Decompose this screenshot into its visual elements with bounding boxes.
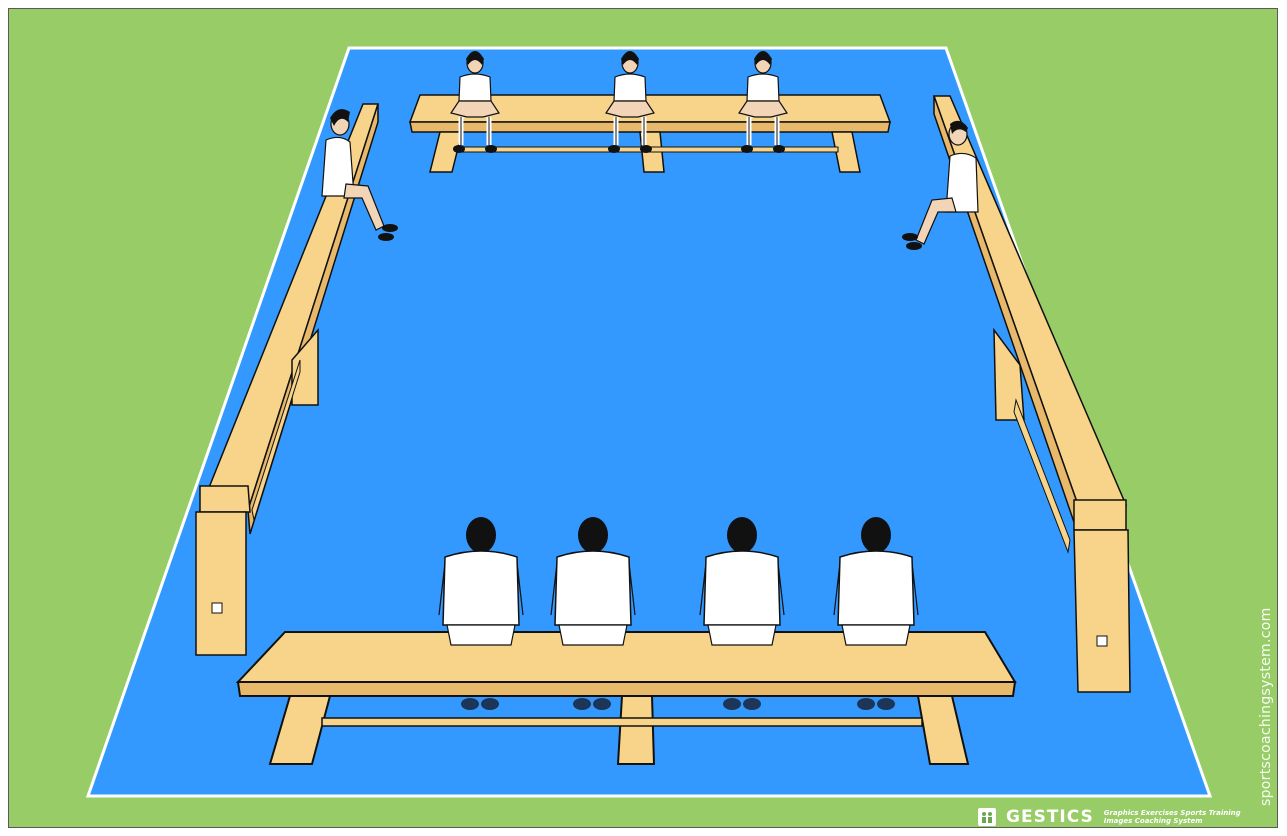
logo-name: GESTICS bbox=[1006, 807, 1094, 827]
logo-tagline-line1: Graphics Exercises Sports Training bbox=[1104, 809, 1241, 817]
watermark-text: sportscoachingsystem.com bbox=[1258, 607, 1274, 806]
logo-tagline-line2: Images Coaching System bbox=[1104, 817, 1241, 825]
logo-tagline: Graphics Exercises Sports Training Image… bbox=[1104, 809, 1241, 825]
gestics-logo: GESTICS Graphics Exercises Sports Traini… bbox=[978, 805, 1241, 829]
logo-icon bbox=[978, 808, 996, 826]
